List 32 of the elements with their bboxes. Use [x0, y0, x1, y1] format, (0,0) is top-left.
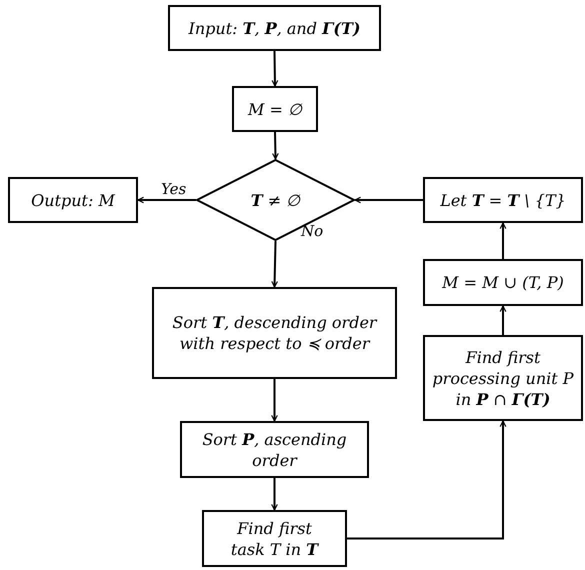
arrow — [137, 196, 196, 204]
process-box — [168, 5, 381, 51]
arrow — [271, 379, 278, 422]
process-box — [180, 421, 369, 478]
node-text: M = ∅ — [248, 98, 302, 120]
process-box — [202, 510, 347, 567]
edge-label: No — [300, 224, 324, 239]
decision-diamond — [196, 159, 355, 241]
node-text: T ≠ ∅ — [250, 190, 300, 210]
arrow — [500, 305, 506, 335]
arrow — [271, 240, 278, 288]
process-box — [8, 177, 138, 223]
node-text: Sort P, ascending order — [201, 428, 348, 470]
node-text: Let T = T \ {T} — [440, 190, 566, 210]
arrow — [500, 222, 506, 259]
arrow — [272, 132, 279, 160]
node-text: M = M ∪ (T, P) — [442, 272, 564, 293]
arrow — [271, 478, 278, 511]
node-text: Find first task T in T — [230, 518, 320, 560]
node-text: Output: M — [31, 190, 115, 210]
process-box — [423, 177, 583, 223]
node-text: Sort T, descending order with respect to ≼ order — [171, 312, 378, 354]
process-box — [423, 335, 583, 421]
process-box — [423, 259, 583, 306]
edge-label: Yes — [160, 182, 188, 197]
node-text: Input: T, P, and Γ(T) — [188, 18, 360, 38]
process-box — [232, 86, 318, 132]
arrow — [347, 420, 506, 540]
arrow — [272, 50, 278, 87]
process-box — [152, 287, 397, 379]
arrow — [354, 196, 423, 204]
node-text: Find first processing unit P in P ∩ Γ(T) — [431, 346, 575, 410]
